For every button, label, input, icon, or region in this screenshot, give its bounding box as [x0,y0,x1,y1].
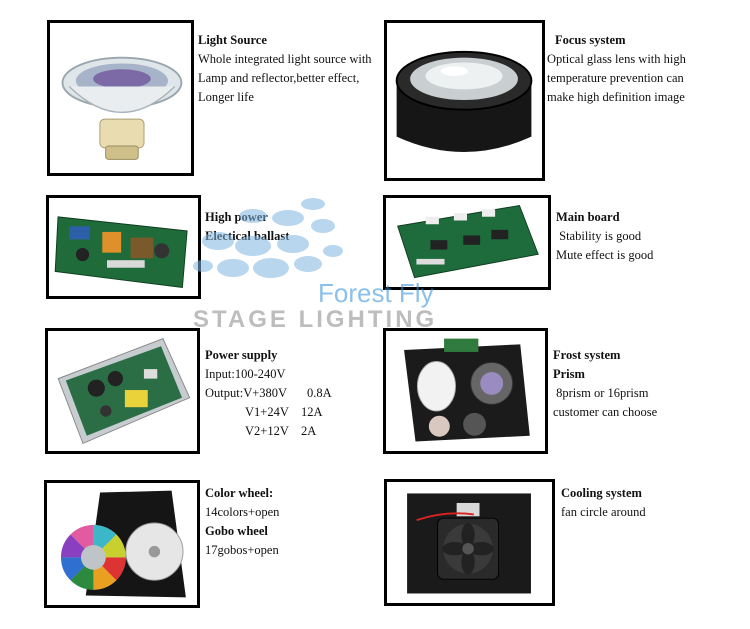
power-supply-input: Input:100-240V [205,367,286,381]
ballast-photo [46,195,201,299]
color-gobo-wheel-photo [44,480,200,608]
output-label: Output:V+380V [205,386,288,400]
focus-system-title: Focus system [555,33,626,47]
gobo-wheel-line: 17gobos+open [205,543,279,557]
circuit-board-icon [50,198,197,296]
light-source-desc: Light Source Whole integrated light sour… [198,31,372,107]
frost-prism-photo [383,328,548,454]
light-source-title: Light Source [198,33,267,47]
main-board-line: Mute effect is good [556,248,654,262]
output-value: 12A [301,405,323,419]
lens-icon [387,23,542,178]
power-supply-output-row: V1+24V 12A [205,403,332,422]
cooling-system-desc: Cooling system fan circle around [561,484,646,522]
power-supply-output-row: Output:V+380V 0.8A [205,384,332,403]
lamp-icon [50,23,191,173]
prism-assembly-icon [386,331,545,451]
power-supply-icon [48,331,197,451]
main-board-photo [383,195,551,290]
lens-photo [384,20,545,181]
main-board-desc: Main board Stability is good Mute effect… [556,208,653,265]
main-board-icon [388,198,546,287]
ballast-title: High power [205,210,268,224]
output-value: 2A [301,424,317,438]
output-label: V2+12V [245,424,289,438]
frost-system-line: customer can choose [553,405,658,419]
main-board-title: Main board [556,210,620,224]
power-supply-desc: Power supply Input:100-240V Output:V+380… [205,346,332,441]
fan-icon [388,482,551,603]
cooling-fan-photo [384,479,555,606]
light-source-line: Whole integrated light source with [198,52,372,66]
color-wheel-title: Color wheel: [205,486,274,500]
frost-system-desc: Frost system Prism 8prism or 16prism cus… [553,346,657,422]
focus-system-line: temperature prevention can [547,71,684,85]
power-supply-output-row: V2+12V 2A [205,422,332,441]
prism-title: Prism [553,367,585,381]
ballast-desc: High power Electical ballast [205,208,289,246]
main-board-line: Stability is good [556,229,642,243]
frost-system-title: Frost system [553,348,621,362]
frost-system-line: 8prism or 16prism [553,386,649,400]
lamp-photo [47,20,194,176]
ballast-title: Electical ballast [205,229,290,243]
focus-system-line: make high definition image [547,90,685,104]
color-wheel-icon [47,483,197,605]
color-wheel-line: 14colors+open [205,505,280,519]
cooling-system-line: fan circle around [561,505,646,519]
output-label: V1+24V [245,405,289,419]
power-supply-photo [45,328,200,454]
focus-system-line: Optical glass lens with high [547,52,686,66]
output-value: 0.8A [307,386,332,400]
color-wheel-desc: Color wheel: 14colors+open Gobo wheel 17… [205,484,279,560]
focus-system-desc: Focus system Optical glass lens with hig… [547,31,686,107]
power-supply-title: Power supply [205,348,278,362]
light-source-line: Lamp and reflector,better effect, [198,71,360,85]
gobo-wheel-title: Gobo wheel [205,524,268,538]
light-source-line: Longer life [198,90,254,104]
cooling-system-title: Cooling system [561,486,642,500]
